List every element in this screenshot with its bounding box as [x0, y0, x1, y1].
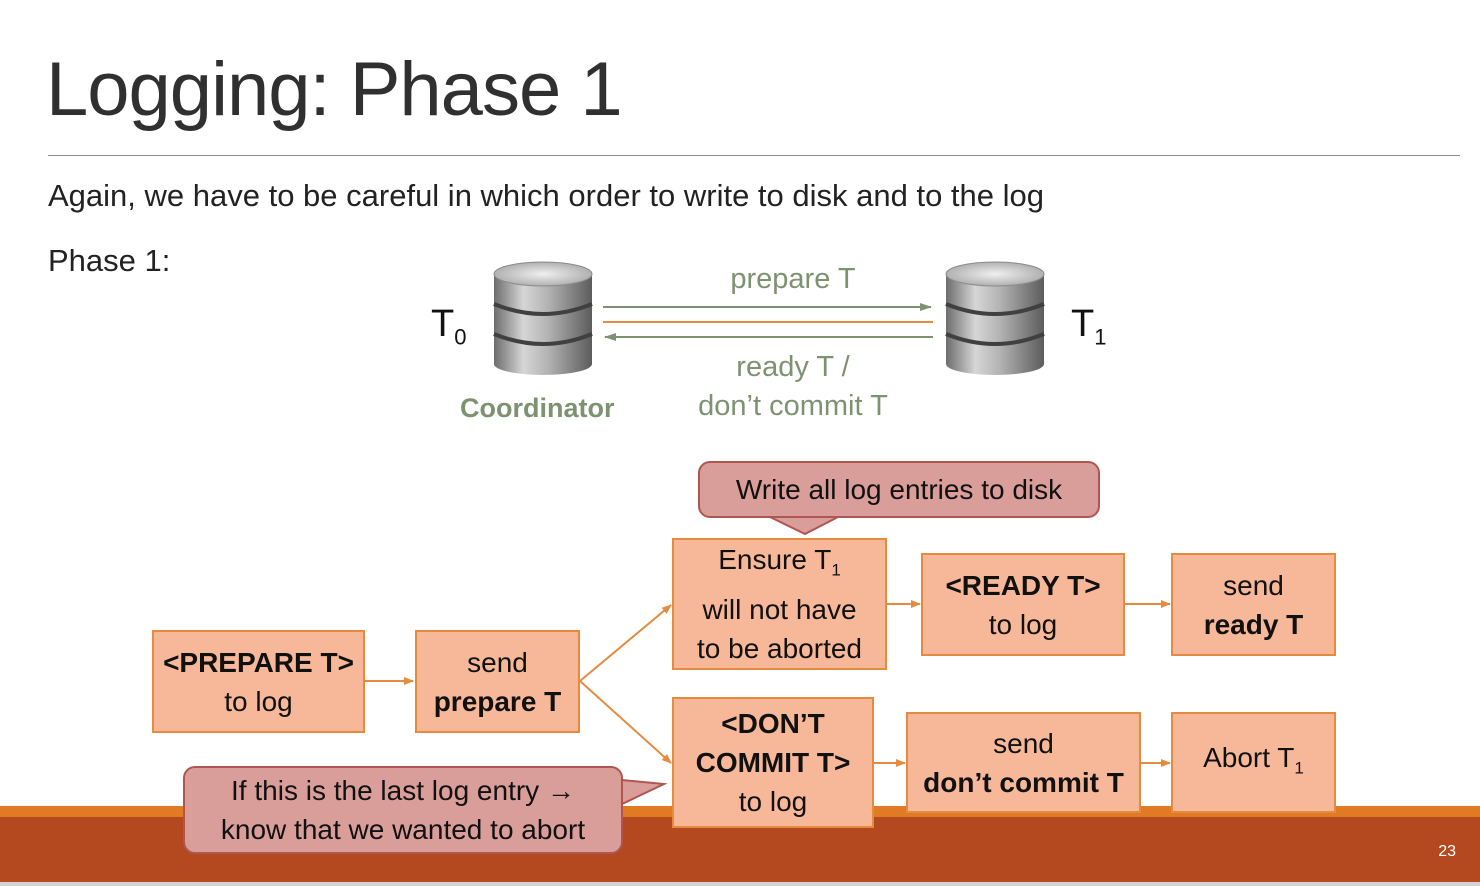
phase-label: Phase 1:	[48, 243, 171, 278]
write-disk-callout: Write all log entries to disk	[698, 461, 1100, 518]
subtitle-text: Again, we have to be careful in which or…	[48, 178, 1045, 213]
callout-pointer	[769, 516, 839, 536]
ready-log-box: <READY T> to log	[921, 553, 1125, 656]
t0-label: T0	[431, 303, 467, 350]
flow-arrow	[579, 604, 672, 682]
prepare-message-label: prepare T	[730, 263, 856, 295]
coordinator-label: Coordinator	[460, 393, 615, 423]
flow-arrow	[579, 680, 672, 764]
prepare-log-box: <PREPARE T> to log	[152, 630, 365, 733]
slide-title: Logging: Phase 1	[46, 47, 623, 132]
database-icon	[945, 261, 1045, 375]
callout-pointer	[621, 778, 668, 806]
reply-message-label: ready T / don’t commit T	[698, 351, 888, 422]
send-ready-box: send ready T	[1171, 553, 1336, 656]
database-icon	[493, 261, 593, 375]
footer-bottom-line	[0, 882, 1480, 886]
abort-box: Abort T1	[1171, 712, 1336, 813]
ensure-box: Ensure T1 will not have to be aborted	[672, 538, 887, 670]
send-prepare-box: send prepare T	[415, 630, 580, 733]
page-number: 23	[1438, 843, 1456, 860]
t1-label: T1	[1071, 303, 1107, 350]
title-divider	[48, 155, 1460, 156]
dont-commit-log-box: <DON’T COMMIT T> to log	[672, 697, 874, 828]
send-dont-commit-box: send don’t commit T	[906, 712, 1141, 813]
last-entry-callout: If this is the last log entry → know tha…	[183, 766, 623, 854]
